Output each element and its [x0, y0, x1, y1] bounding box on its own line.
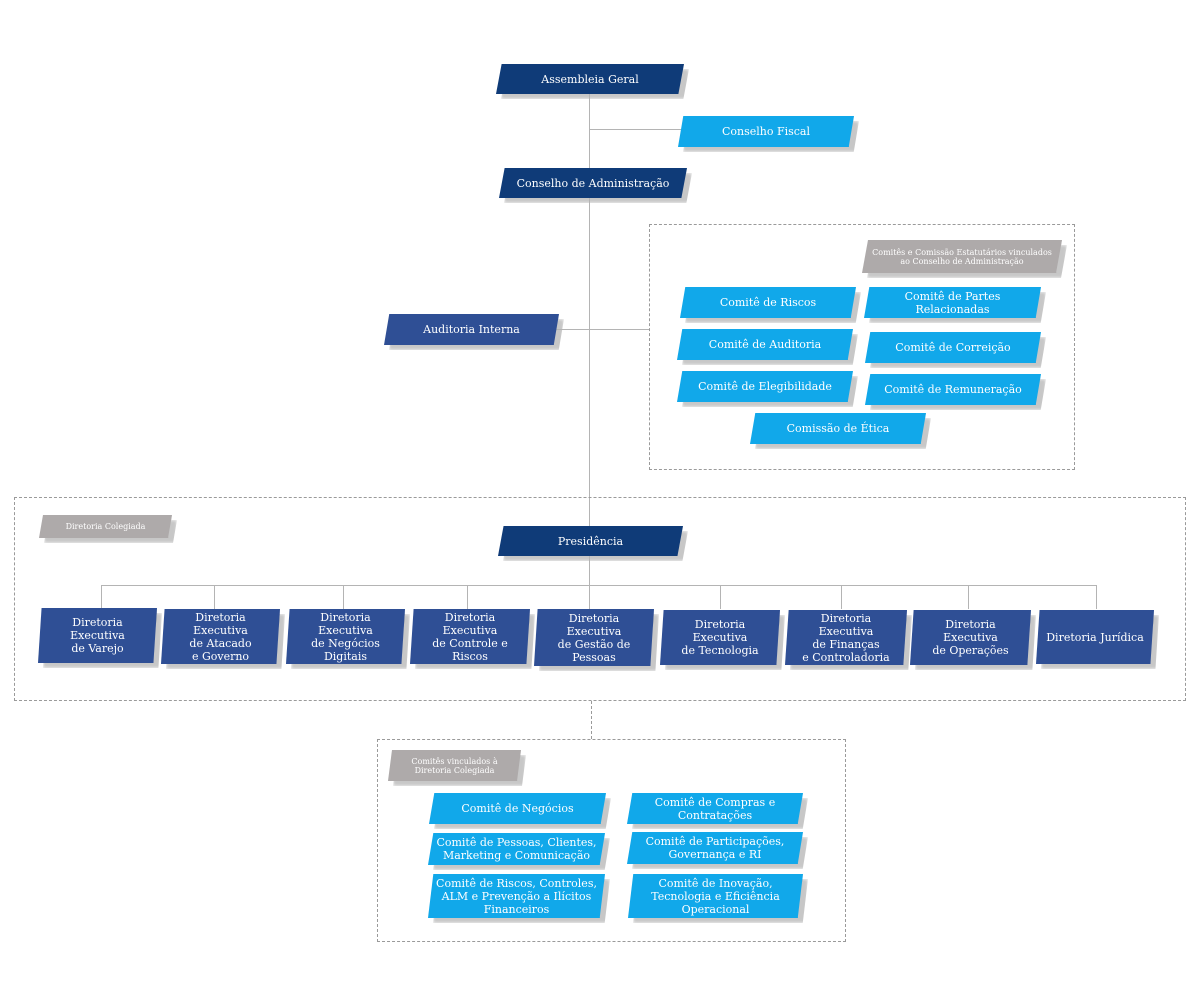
diretoria-drop-4 — [467, 585, 468, 609]
comite-correicao-node: Comitê de Correição — [865, 332, 1041, 363]
comite-riscos-node: Comitê de Riscos — [680, 287, 856, 318]
diretoria-gestao-pessoas-node: Diretoria Executiva de Gestão de Pessoas — [534, 609, 654, 666]
diretorias-horizontal-line — [101, 585, 1097, 586]
diretoria-controle-riscos-node: Diretoria Executiva de Controle e Riscos — [410, 609, 530, 664]
diretoria-colegiada-group — [14, 497, 1186, 701]
diretoria-negocios-digitais-node: Diretoria Executiva de Negócios Digitais — [286, 609, 405, 664]
diretoria-drop-2 — [214, 585, 215, 609]
comite-partes-relacionadas-node: Comitê de Partes Relacionadas — [864, 287, 1041, 318]
trunk-line-top — [589, 94, 590, 526]
comite-negocios-node: Comitê de Negócios — [429, 793, 606, 824]
comite-auditoria-node: Comitê de Auditoria — [677, 329, 853, 360]
diretoria-drop-1 — [101, 585, 102, 609]
comite-remuneracao-node: Comitê de Remuneração — [865, 374, 1041, 405]
connector-auditoria-comites — [555, 329, 650, 330]
diretoria-varejo-node: Diretoria Executiva de Varejo — [38, 608, 157, 663]
comites-estatutarios-group — [649, 224, 1075, 470]
diretoria-financas-controladoria-node: Diretoria Executiva de Finanças e Contro… — [785, 610, 907, 665]
diretoria-operacoes-node: Diretoria Executiva de Operações — [910, 610, 1031, 665]
diretoria-drop-6 — [720, 585, 721, 609]
comite-elegibilidade-node: Comitê de Elegibilidade — [677, 371, 853, 402]
comite-riscos-controles-alm-node: Comitê de Riscos, Controles, ALM e Preve… — [428, 874, 605, 918]
comite-inovacao-tecnologia-node: Comitê de Inovação, Tecnologia e Eficiên… — [628, 874, 803, 918]
diretoria-colegiada-tag: Diretoria Colegiada — [39, 515, 172, 538]
diretoria-drop-7 — [841, 585, 842, 609]
comite-compras-contratacoes-node: Comitê de Compras e Contratações — [627, 793, 803, 824]
comites-estatutarios-tag: Comitês e Comissão Estatutários vinculad… — [862, 240, 1062, 273]
diretoria-drop-9 — [1096, 585, 1097, 609]
comissao-etica-node: Comissão de Ética — [750, 413, 926, 444]
trunk-line-presidencia — [589, 556, 590, 586]
presidencia-node: Presidência — [498, 526, 683, 556]
diretoria-tecnologia-node: Diretoria Executiva de Tecnologia — [660, 610, 780, 665]
diretoria-drop-8 — [968, 585, 969, 609]
conselho-fiscal-node: Conselho Fiscal — [678, 116, 854, 147]
connector-comites-colegiada — [591, 701, 592, 739]
comites-colegiada-tag: Comitês vinculados à Diretoria Colegiada — [388, 750, 521, 781]
diretoria-juridica-node: Diretoria Jurídica — [1036, 610, 1154, 664]
diretoria-drop-5 — [589, 585, 590, 609]
auditoria-interna-node: Auditoria Interna — [384, 314, 559, 345]
diretoria-drop-3 — [343, 585, 344, 609]
comite-pessoas-clientes-node: Comitê de Pessoas, Clientes, Marketing e… — [428, 833, 605, 865]
diretoria-atacado-governo-node: Diretoria Executiva de Atacado e Governo — [161, 609, 280, 664]
connector-conselho-fiscal — [589, 129, 681, 130]
comites-colegiada-group — [377, 739, 846, 942]
comite-participacoes-governanca-node: Comitê de Participações, Governança e RI — [627, 832, 803, 864]
assembleia-geral-node: Assembleia Geral — [496, 64, 684, 94]
conselho-administracao-node: Conselho de Administração — [499, 168, 687, 198]
